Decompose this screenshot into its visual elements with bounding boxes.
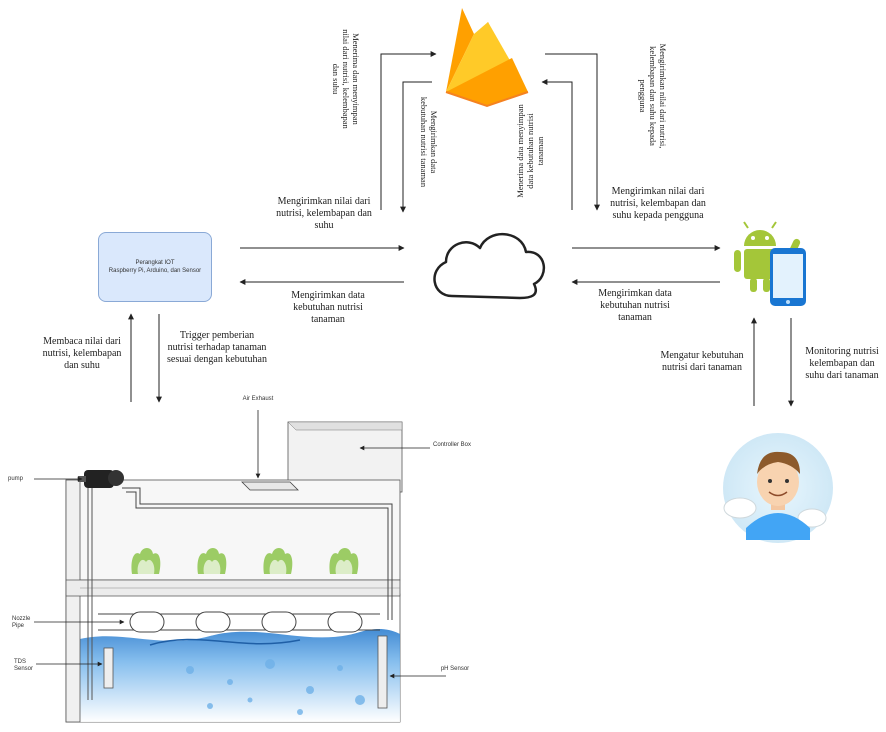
user-avatar-icon [723, 433, 833, 543]
iot-box-subtitle: Raspberry Pi, Arduino, dan Sensor [108, 268, 202, 274]
arrows [128, 51, 794, 407]
label-cloud-to-iot: Mengirimkan data kebutuhan nutrisi tanam… [291, 290, 365, 325]
label-controller-box: Controller Box [432, 442, 471, 448]
label-pump: pump [8, 476, 24, 482]
label-user-set: Mengatur kebutuhan nutrisi dari tanaman [660, 350, 744, 373]
label-firebase-receive-left: Menerima dan menyimpan nilai dari nutris… [331, 29, 361, 129]
label-firebase-receive-right: Menerima data menyimpan data kebutuhan n… [515, 104, 545, 198]
label-tds-sensor: TDS Sensor [14, 659, 34, 672]
label-cloud-to-phone: Mengirimkan nilai dari nutrisi, kelembap… [610, 186, 706, 221]
lettuce-icon [131, 548, 359, 574]
label-air-exhaust: Air Exhaust [242, 396, 274, 402]
hydroponic-system [34, 410, 446, 723]
pump-icon [78, 470, 124, 488]
iot-box-title: Perangkat IOT [135, 260, 175, 266]
label-user-monitor: Monitoring nutrisi kelembapan dan suhu d… [805, 346, 879, 381]
iot-device-box: Perangkat IOT Raspberry Pi, Arduino, dan… [98, 232, 212, 302]
smartphone-icon [770, 248, 806, 306]
label-firebase-send-left: Mengirimkan data kebutuhan nutrisi tanam… [419, 96, 439, 188]
label-firebase-send-right: Mengirimkan nilai dari nutrisi, kelembap… [638, 43, 668, 149]
label-iot-to-cloud: Mengirimkan nilai dari nutrisi, kelembap… [276, 196, 372, 231]
label-phone-to-cloud: Mengirimkan data kebutuhan nutrisi tanam… [598, 288, 672, 323]
label-ph-sensor: pH Sensor [440, 666, 470, 672]
firebase-icon [445, 8, 529, 108]
label-trigger: Trigger pemberian nutrisi terhadap tanam… [167, 330, 267, 365]
label-nozzle-pipe: Nozzle Pipe [12, 616, 31, 629]
cloud-icon [433, 232, 546, 300]
label-read-sensors: Membaca nilai dari nutrisi, kelembapan d… [42, 336, 122, 371]
